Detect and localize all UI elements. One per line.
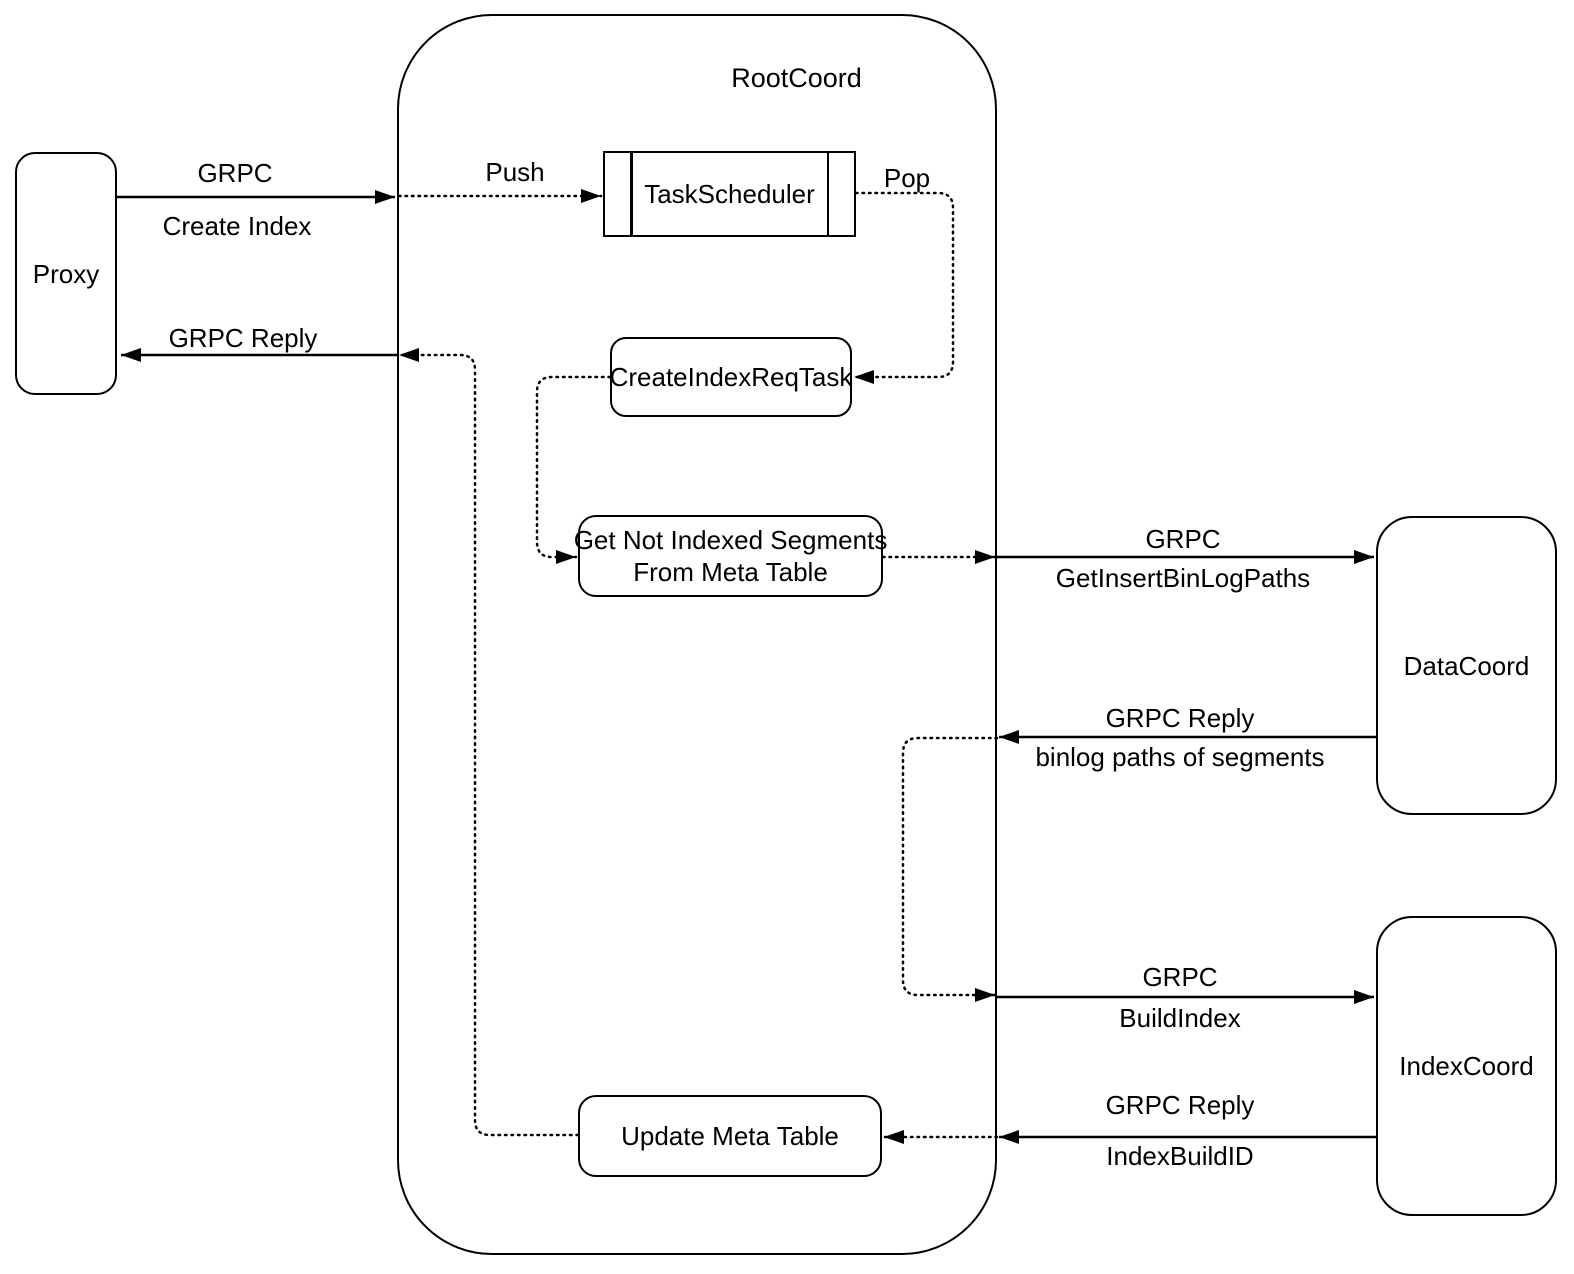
label-build-index: BuildIndex [1119,1003,1241,1033]
label-binlog-paths-of-segments: binlog paths of segments [1035,742,1325,772]
label-pop: Pop [883,163,931,193]
node-data-coord-label: DataCoord [1403,650,1530,681]
node-create-index-req-task: CreateIndexReqTask [610,337,852,417]
label-get-insert-binlog-paths: GetInsertBinLogPaths [1055,563,1311,593]
node-get-not-indexed-line2: From Meta Table [633,557,828,587]
label-grpc-data: GRPC [1145,524,1221,554]
label-grpc-reply-data: GRPC Reply [1105,703,1255,733]
container-rootcoord-title: RootCoord [731,63,862,93]
node-index-coord-label: IndexCoord [1399,1051,1534,1081]
node-get-not-indexed-segments: Get Not Indexed Segments From Meta Table [574,515,887,597]
label-index-build-id: IndexBuildID [1106,1141,1254,1171]
node-get-not-indexed-line1: Get Not Indexed Segments [573,525,888,555]
node-task-scheduler-label: TaskScheduler [644,179,815,209]
node-update-meta-table: Update Meta Table [578,1095,882,1177]
edge-binlog-to-buildindex-line [901,736,999,1002]
label-grpc-reply-index: GRPC Reply [1105,1090,1255,1120]
label-create-index: Create Index [162,211,312,241]
node-create-index-req-task-label: CreateIndexReqTask [609,362,853,392]
node-index-coord: IndexCoord [1376,916,1557,1216]
node-task-scheduler: TaskScheduler [603,151,856,237]
edge-update-meta-to-reply-line [397,348,580,1137]
label-grpc-index: GRPC [1142,962,1218,992]
node-proxy: Proxy [15,152,117,395]
label-grpc-create: GRPC [197,158,273,188]
node-update-meta-table-label: Update Meta Table [621,1121,839,1151]
edge-get-segments-line [535,375,612,564]
edge-pop-line [852,191,955,384]
task-scheduler-right-bar [826,153,829,235]
label-push: Push [485,157,545,187]
task-scheduler-left-bar [630,153,633,235]
label-grpc-reply-proxy: GRPC Reply [168,323,318,353]
node-proxy-label: Proxy [32,258,100,289]
node-data-coord: DataCoord [1376,516,1557,815]
